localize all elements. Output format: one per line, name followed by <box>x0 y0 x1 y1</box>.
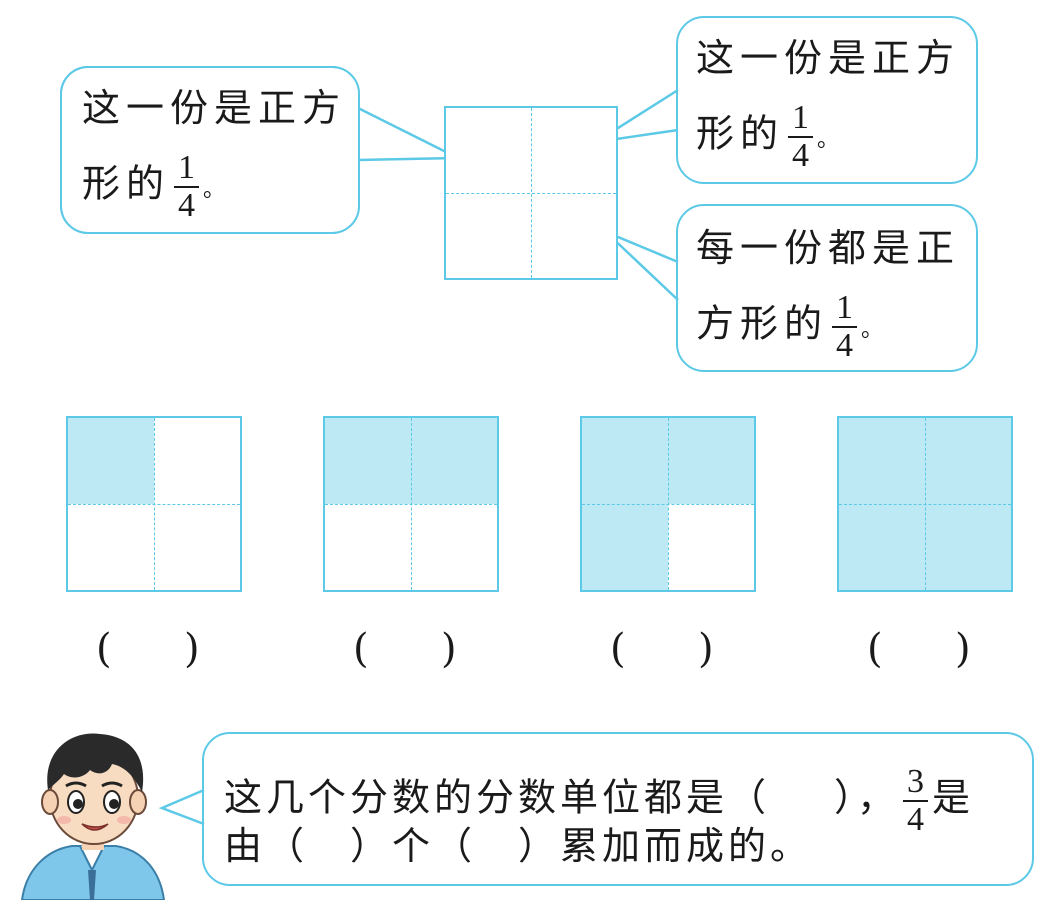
numerator: 1 <box>174 150 200 188</box>
speech-bubble-right-bottom <box>676 204 978 372</box>
quarter-cell <box>154 504 240 590</box>
denominator: 4 <box>792 137 810 174</box>
center-square <box>444 106 618 280</box>
answer-paren-open: ( <box>96 626 112 672</box>
bubble-right-top-line1: 这一份是正方 <box>696 36 961 80</box>
speech-bubble-left-border <box>60 66 360 234</box>
period: 。 <box>203 177 226 203</box>
quarter-cell <box>925 418 1011 504</box>
quarter-cell <box>925 504 1011 590</box>
answer-paren-close: ) <box>955 626 971 672</box>
horizontal-divider <box>839 504 1011 505</box>
quarter-cell <box>582 504 668 590</box>
numerator: 3 <box>903 764 929 802</box>
quarter-cell <box>668 504 754 590</box>
answer-paren-close: ) <box>441 626 457 672</box>
denominator: 4 <box>836 327 854 364</box>
boy-avatar <box>20 733 166 900</box>
numerator: 1 <box>788 100 814 138</box>
period: 。 <box>817 127 840 153</box>
answer-paren-open: ( <box>610 626 626 672</box>
quarter-cell <box>68 418 154 504</box>
horizontal-divider <box>68 504 240 505</box>
quarter-cell <box>582 418 668 504</box>
square-4 <box>837 416 1013 592</box>
square-2 <box>323 416 499 592</box>
horizontal-divider <box>446 193 616 194</box>
question-text-part3: 是 <box>932 775 975 820</box>
horizontal-divider <box>325 504 497 505</box>
answer-paren-close: ) <box>698 626 714 672</box>
period: 。 <box>861 317 884 343</box>
bubble-left-line1: 这一份是正方 <box>82 86 347 130</box>
denominator: 4 <box>178 187 196 224</box>
quarter-cell <box>325 504 411 590</box>
quarter-cell <box>411 418 497 504</box>
quarter-cell <box>839 504 925 590</box>
bubble-right-bottom-text: 方形的 <box>696 301 829 346</box>
speech-bubble-bottom <box>202 732 1034 886</box>
quarter-cell <box>68 504 154 590</box>
answer-paren-open: ( <box>867 626 883 672</box>
bubble-left-text: 形的 <box>82 161 171 206</box>
bottom-bubble-line2: 由（ ）个（ ）累加而成的。 <box>224 824 813 868</box>
quarter-cell <box>411 504 497 590</box>
quarter-cell <box>839 418 925 504</box>
speech-bubble-right-top <box>676 16 978 184</box>
horizontal-divider <box>582 504 754 505</box>
quarter-cell <box>154 418 240 504</box>
question-text-part1: 这几个分数的分数单位都是（ <box>224 775 771 820</box>
question-text-part2: ）， <box>834 775 900 820</box>
square-3 <box>580 416 756 592</box>
denominator: 4 <box>907 801 925 838</box>
answer-paren-open: ( <box>353 626 369 672</box>
numerator: 1 <box>832 290 858 328</box>
answer-paren-close: ) <box>184 626 200 672</box>
quarter-cell <box>668 418 754 504</box>
quarter-cell <box>325 418 411 504</box>
bubble-right-bottom-line1: 每一份都是正 <box>696 226 961 270</box>
bubble-right-top-text: 形的 <box>696 111 785 156</box>
square-1 <box>66 416 242 592</box>
